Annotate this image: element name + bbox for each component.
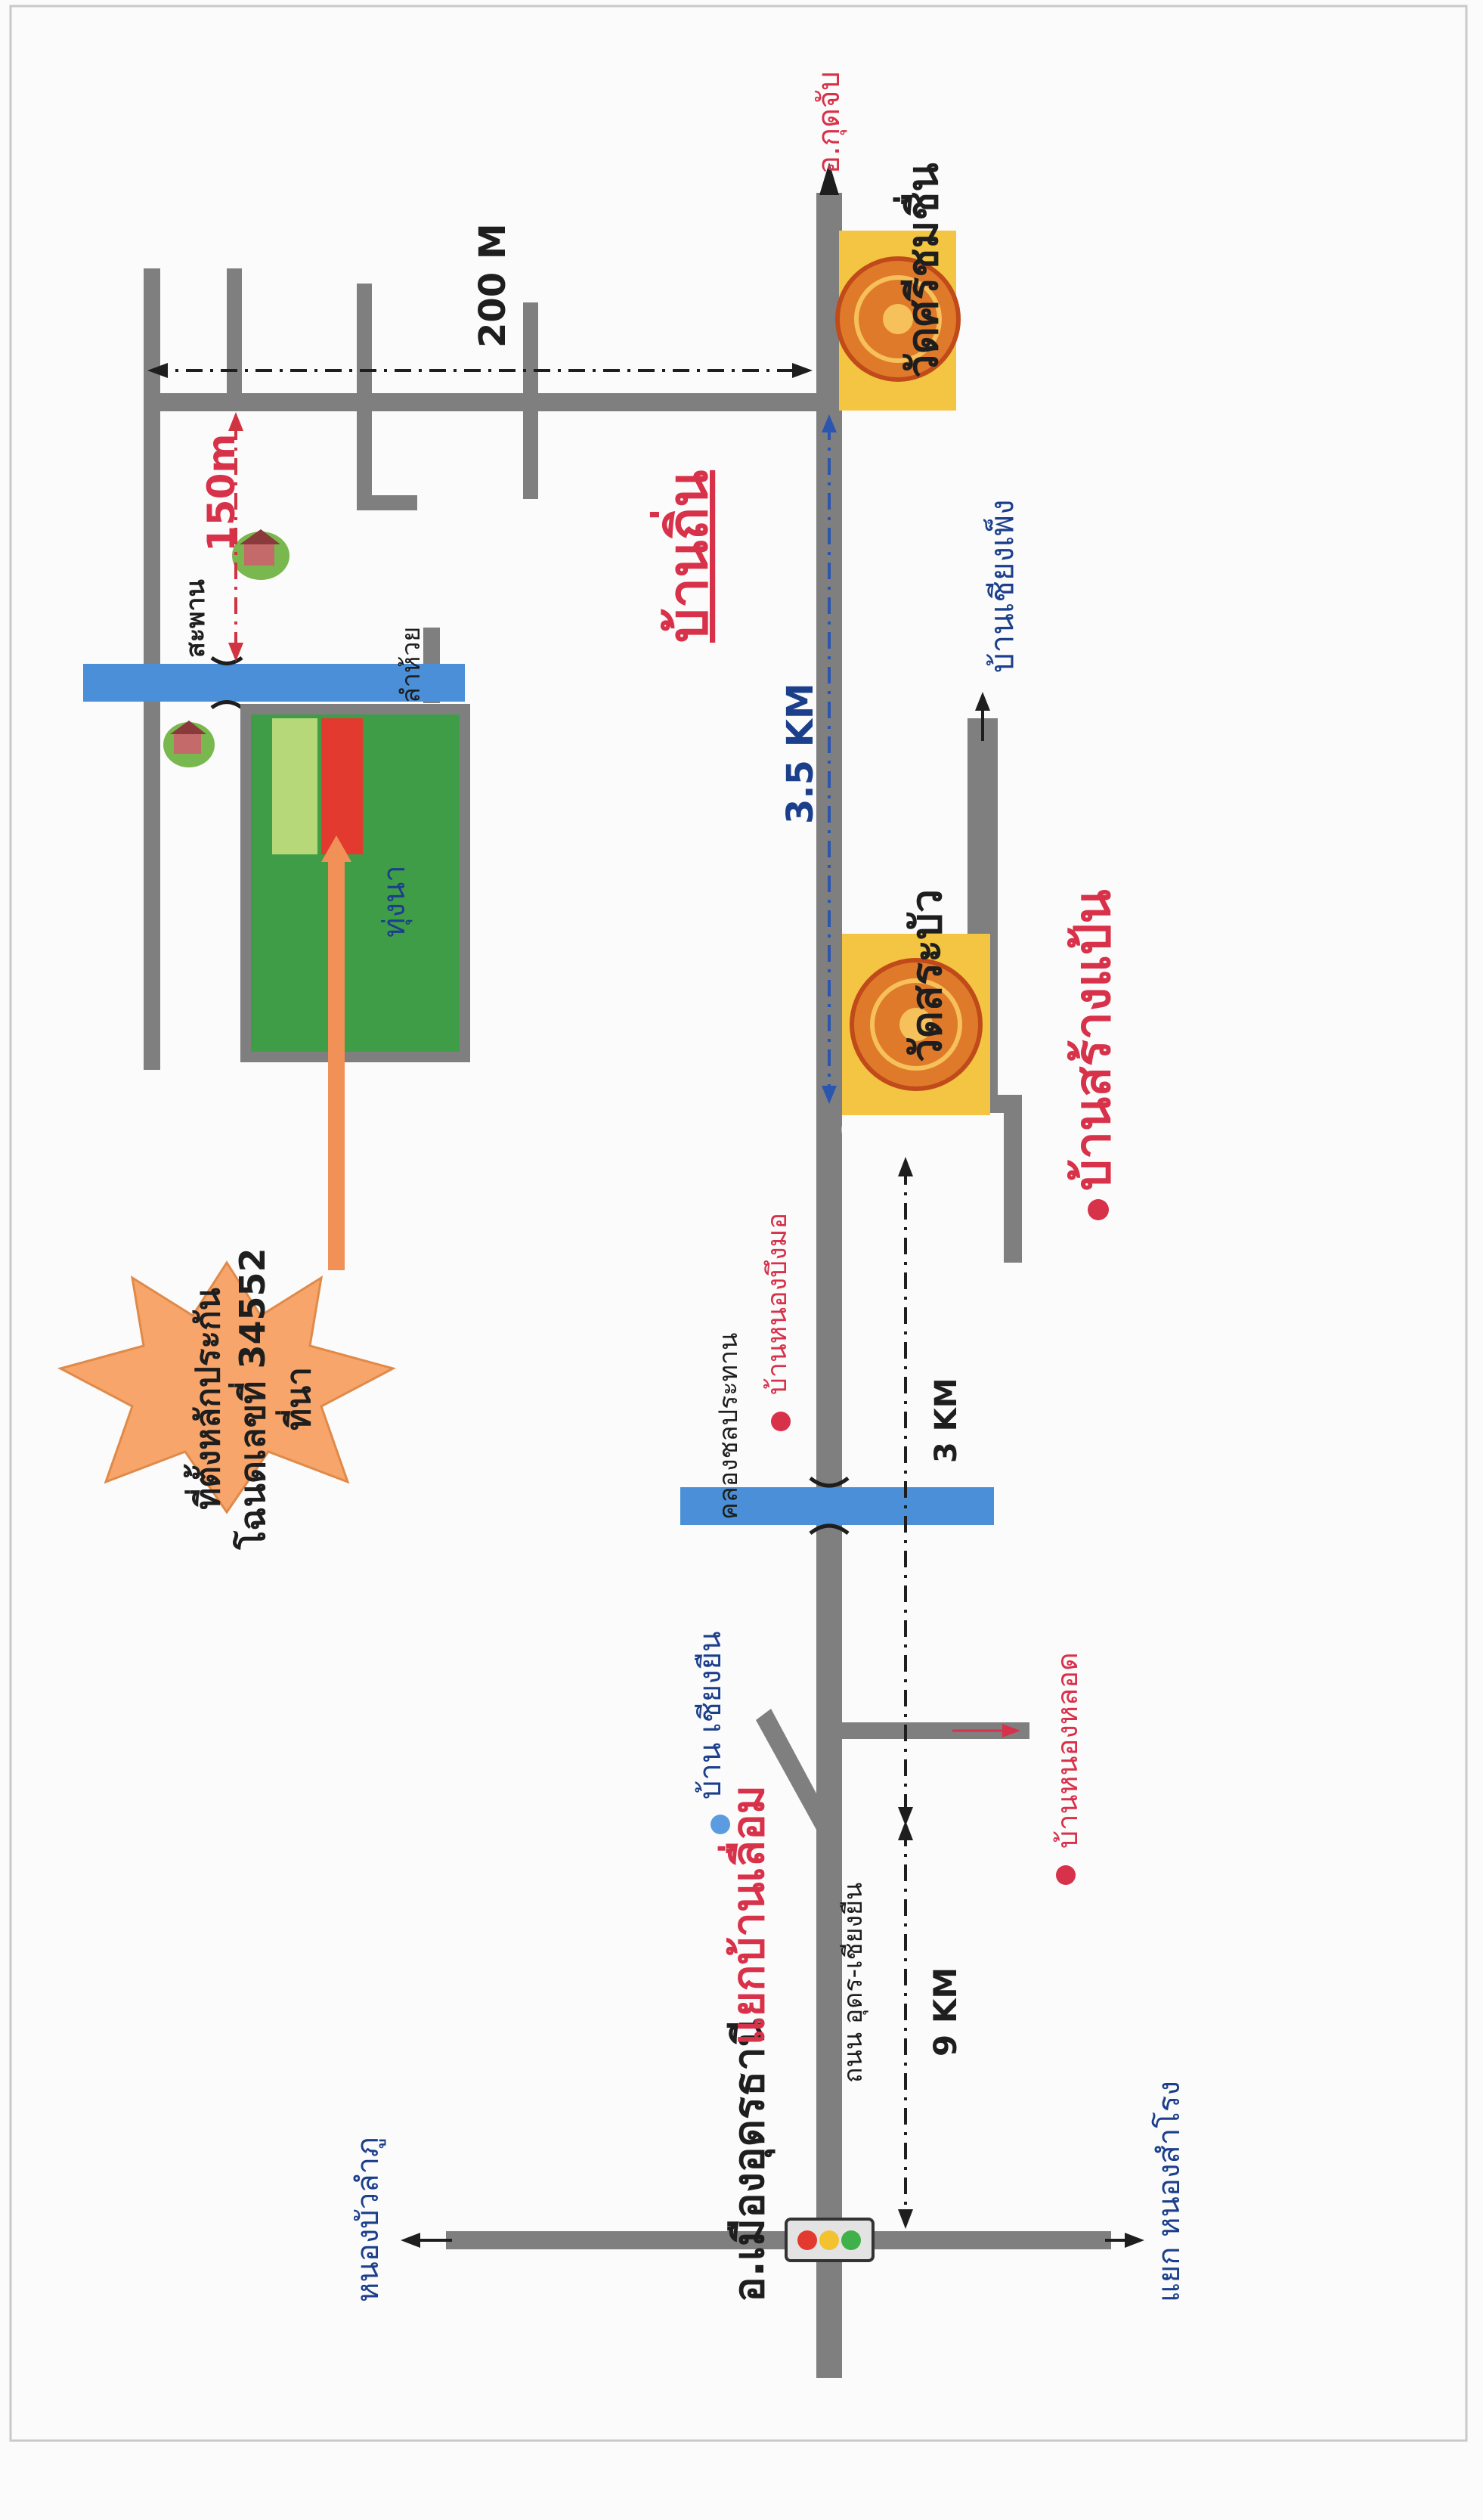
dharma-wheel-icon — [850, 958, 983, 1091]
ban-thin-label: บ้านถิ่น — [649, 470, 720, 643]
dimension-3-5km — [822, 414, 837, 1104]
arrow-kut-chap-icon — [819, 163, 839, 195]
wat-sa-bua-label: วัดสระบัว — [902, 889, 952, 1062]
junction-label: แยกบ้านเลื่อม — [717, 1785, 774, 2045]
place-dot-icon — [1088, 1199, 1109, 1220]
road-ban-thin — [144, 393, 816, 411]
bridge-label: สะพาน — [181, 579, 211, 658]
dist-200m-label: 200 M — [472, 223, 514, 348]
canal-water — [680, 1487, 994, 1525]
stream-water — [83, 664, 465, 702]
dimension-150m — [228, 412, 243, 662]
road-nong-lot — [842, 1722, 1029, 1739]
roads — [144, 163, 1144, 2378]
ban-nong-bueng-mo-label: บ้านหนองบึงมอ — [762, 1213, 793, 1395]
arrow-nong-bua-icon — [401, 2233, 420, 2248]
place-dot-icon — [771, 1412, 791, 1431]
house-icon — [232, 529, 289, 580]
rice-field-label: ทุ่งนา — [377, 865, 413, 938]
main-road — [816, 193, 842, 2378]
collateral-star — [57, 1260, 397, 1514]
nong-bua-lamphu-label: หนองบัวลำภู — [351, 2137, 385, 2302]
arrow-nong-samrong-icon — [1125, 2233, 1144, 2248]
dist-9km-label: 9 KM — [927, 1967, 964, 2057]
wat-sa-bua — [842, 934, 990, 1115]
dist-150m-label: 150m — [200, 434, 243, 552]
dist-3-5km-label: 3.5 KM — [779, 683, 822, 824]
cross-road — [446, 2231, 1111, 2249]
house-icon — [163, 721, 215, 767]
nong-samrong-label: แยก หนองสำโรง — [1152, 2081, 1187, 2302]
rice-field — [240, 704, 470, 1062]
dharma-wheel-icon — [835, 256, 961, 382]
kut-chap-label: อ.กุดจับ — [812, 71, 847, 174]
ban-nong-lot-label: บ้านหนองหลอด — [1051, 1652, 1084, 1849]
ban-chiang-phueng-label: บ้านเชียงเพ็ง — [983, 500, 1020, 673]
city-label: อ.เมืองอุดรธานี — [725, 2018, 776, 2302]
bridge-icon — [210, 656, 243, 710]
star-line1: ที่ตั้งหลักประกัน — [183, 1288, 228, 1510]
place-dot-icon — [1056, 1865, 1076, 1885]
canal-bridge-icon — [809, 1476, 850, 1536]
dist-3km-label: 3 KM — [929, 1378, 964, 1463]
plot-collateral — [321, 718, 363, 854]
dimension-9km — [898, 1821, 913, 2229]
road-chiang-yuen — [756, 1709, 828, 1830]
dimension-3km — [898, 1157, 913, 1826]
ban-sang-paen-label: บ้านสร้างแป้น — [1063, 889, 1122, 1191]
road-name-label: ถนน อุดร-เชียงยืน — [838, 1883, 868, 2083]
star-line2: โฉนดเลขที่ 34552 — [228, 1248, 273, 1550]
wat-si-chom-chuen — [835, 231, 961, 411]
stream-label: ลำห้วย — [396, 627, 426, 703]
khlong-label: คลองชลประทาน — [714, 1333, 744, 1520]
wat-si-chom-chuen-label: วัดศรีชมชื่น — [893, 163, 948, 378]
dimension-200m — [147, 363, 813, 378]
plot-light — [272, 718, 317, 854]
page-border — [9, 5, 1468, 2442]
arrow-chiang-phueng-icon — [975, 692, 990, 711]
place-dot-icon — [711, 1815, 730, 1834]
ban-chiang-yuen-label: บ้าน เชียงยืน — [693, 1632, 728, 1799]
star-line3: ที่นา — [275, 1367, 318, 1430]
traffic-light-icon — [785, 2218, 875, 2262]
